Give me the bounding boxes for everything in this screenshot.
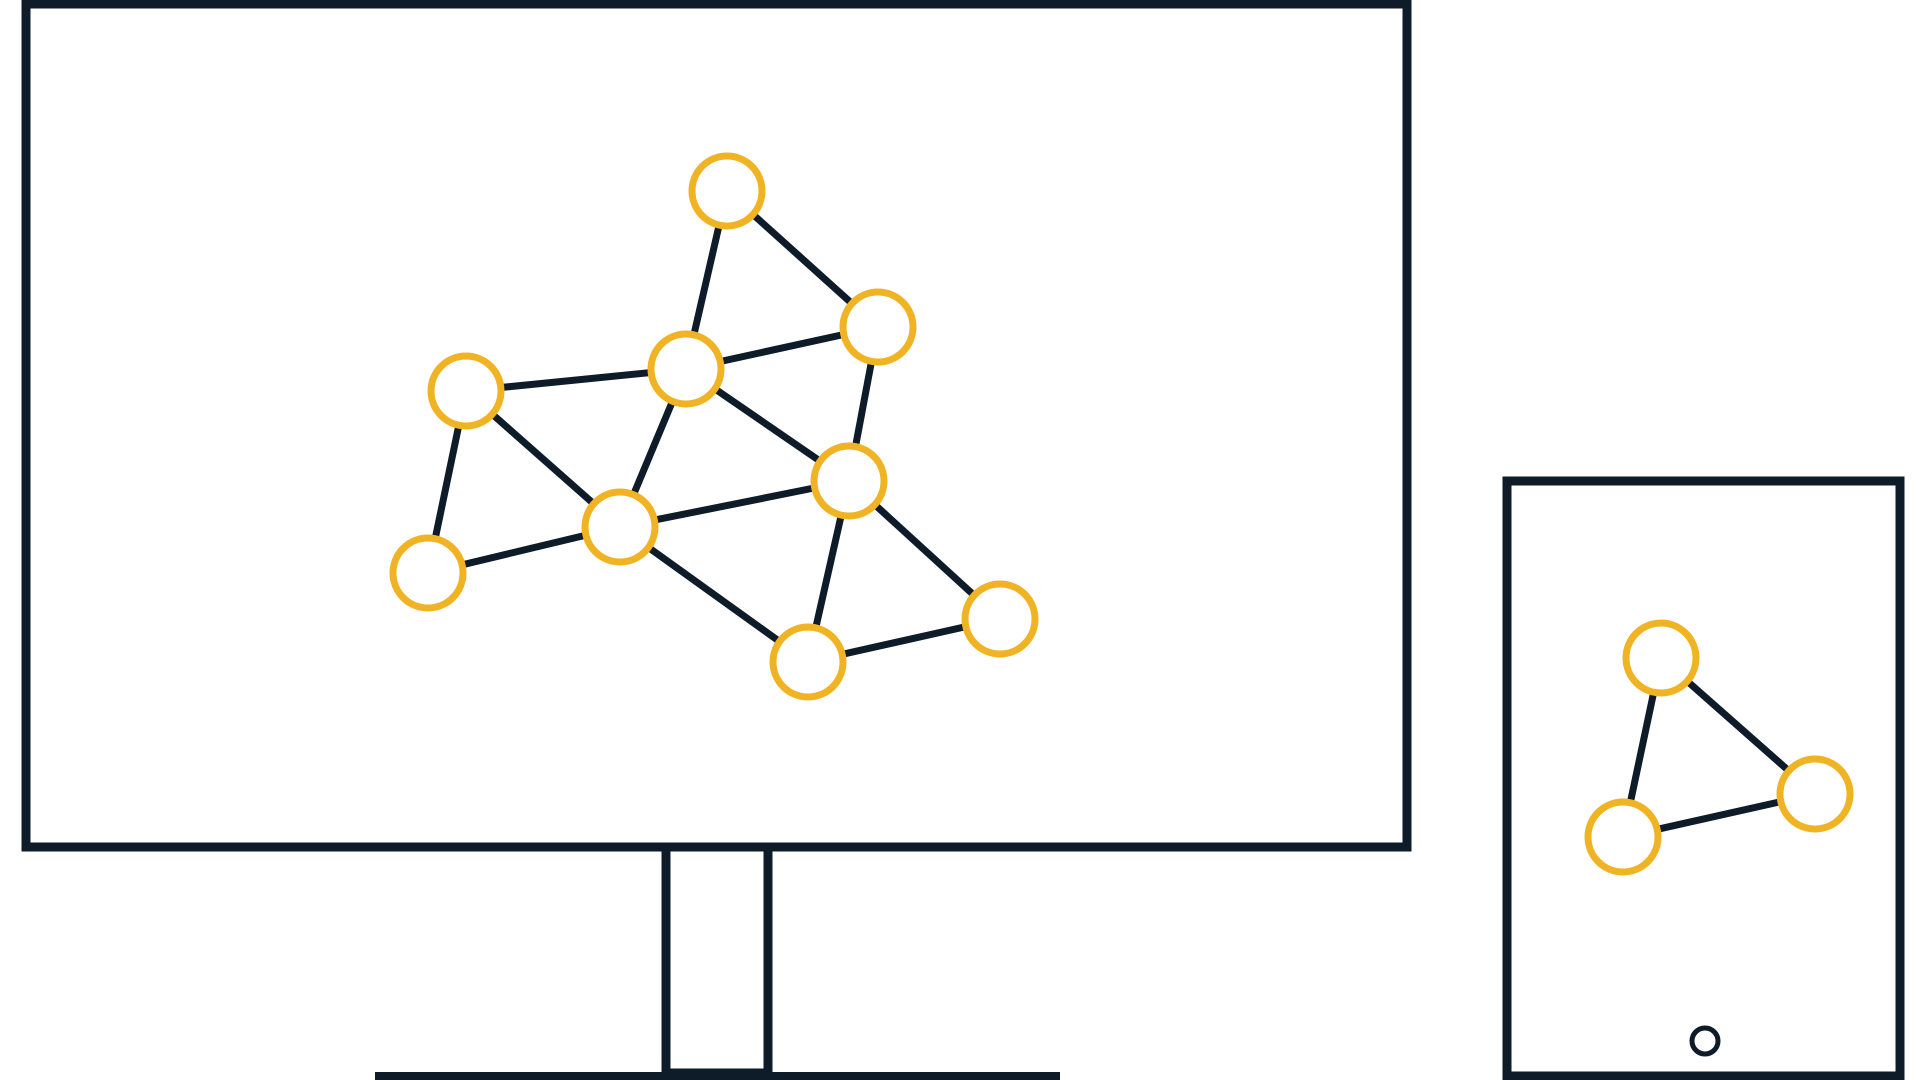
tablet-network-nodes bbox=[1584, 619, 1854, 876]
monitor-screen-frame bbox=[21, 0, 1412, 852]
network-node bbox=[1584, 798, 1662, 876]
network-node bbox=[1622, 619, 1700, 697]
desktop-network-graph bbox=[389, 152, 1039, 701]
desktop-network-edges bbox=[424, 188, 1003, 666]
network-edge bbox=[619, 477, 850, 531]
network-edge bbox=[617, 524, 811, 665]
tablet-frame bbox=[1502, 476, 1905, 1080]
network-node bbox=[769, 623, 847, 701]
network-node bbox=[647, 330, 725, 408]
network-node bbox=[688, 152, 766, 230]
desktop-network-nodes bbox=[389, 152, 1039, 701]
network-node bbox=[961, 580, 1039, 658]
network-node bbox=[810, 442, 888, 520]
tablet-home-button bbox=[1689, 1025, 1721, 1057]
tablet-icon bbox=[1502, 476, 1905, 1080]
network-node bbox=[839, 288, 917, 366]
monitor-stand-neck bbox=[661, 842, 773, 1078]
network-node bbox=[427, 352, 505, 430]
network-node bbox=[581, 488, 659, 566]
network-node bbox=[389, 534, 467, 612]
tablet-network-graph bbox=[1584, 619, 1854, 876]
network-node bbox=[1776, 755, 1854, 833]
desktop-monitor-icon bbox=[21, 0, 1412, 1080]
